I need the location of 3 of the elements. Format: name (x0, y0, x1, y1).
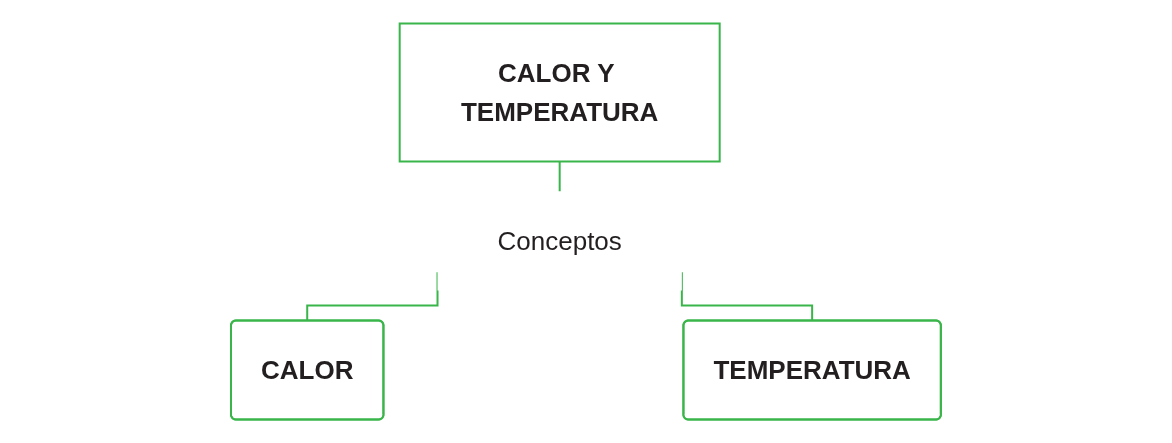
node-box: CALOR Y TEMPERATURA (398, 22, 721, 163)
connector (558, 160, 561, 193)
node-text: Conceptos (497, 225, 622, 256)
